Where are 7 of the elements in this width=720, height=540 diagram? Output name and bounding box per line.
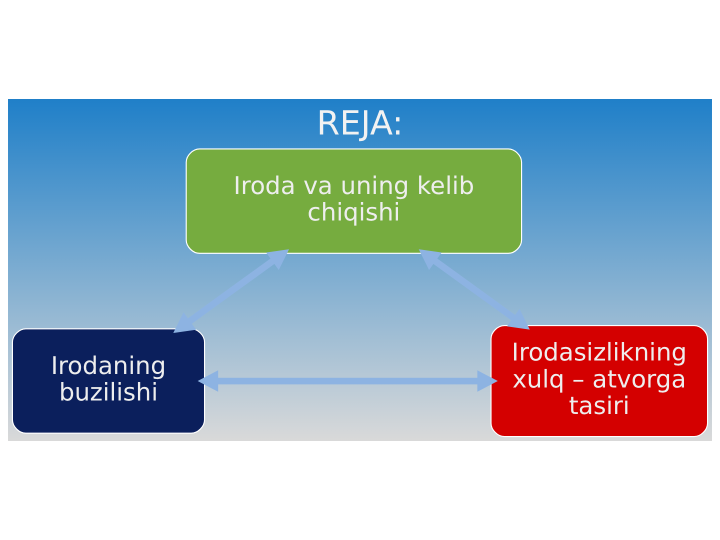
node-box: Iroda va uning kelib chiqishi	[186, 148, 522, 254]
node-box: Irodasizlikning xulq – atvorga tasiri	[490, 324, 708, 438]
arrow	[198, 370, 498, 392]
arrow	[418, 249, 530, 330]
diagram-title: REJA:	[316, 104, 404, 143]
arrow	[173, 249, 290, 334]
node-box: Irodaning buzilishi	[12, 328, 206, 434]
